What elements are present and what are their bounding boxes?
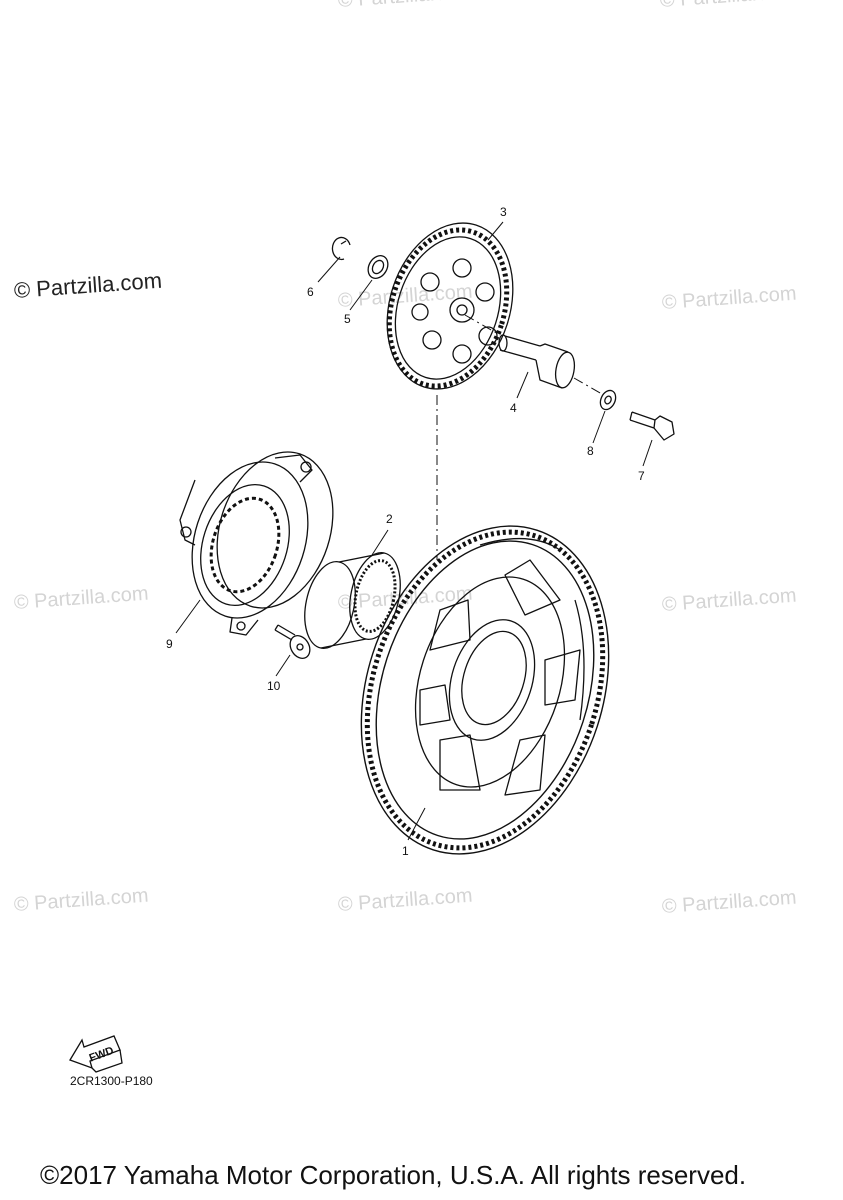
callout-5: 5 (344, 312, 351, 326)
callout-1: 1 (402, 844, 409, 858)
fwd-arrow-icon: FWD (69, 1035, 123, 1073)
part-8-washer (599, 389, 617, 411)
part-4-idle-gear-shaft (498, 334, 576, 389)
callout-4: 4 (510, 401, 517, 415)
leader-line (349, 279, 373, 311)
copyright-footer: ©2017 Yamaha Motor Corporation, U.S.A. A… (40, 1160, 747, 1190)
part-2-needle-bearing (304, 552, 401, 649)
part-1-starter-wheel-gear (360, 525, 610, 855)
callout-2: 2 (386, 512, 393, 526)
diagram-code: 2CR1300-P180 (70, 1074, 153, 1088)
callout-9: 9 (166, 637, 173, 651)
leader-line (516, 371, 529, 399)
callout-8: 8 (587, 444, 594, 458)
leader-line (642, 439, 653, 467)
leader-line (275, 654, 291, 677)
part-6-circlip (331, 236, 351, 261)
part-5-washer (367, 255, 389, 279)
leader-line (175, 599, 201, 634)
part-7-bolt (629, 411, 675, 441)
leader-line (317, 256, 341, 283)
part-9-starter-clutch-housing (179, 451, 334, 636)
callout-3: 3 (500, 205, 507, 219)
callout-7: 7 (638, 469, 645, 483)
assembly-line (464, 314, 501, 336)
part-3-idle-gear (386, 222, 514, 390)
part-10-bolt (274, 624, 311, 659)
leader-line (592, 410, 606, 444)
callout-6: 6 (307, 285, 314, 299)
leader-line (407, 807, 426, 841)
leader-line (487, 221, 504, 241)
leader-line (371, 529, 389, 556)
assembly-line (573, 377, 603, 395)
callout-10: 10 (267, 679, 281, 693)
